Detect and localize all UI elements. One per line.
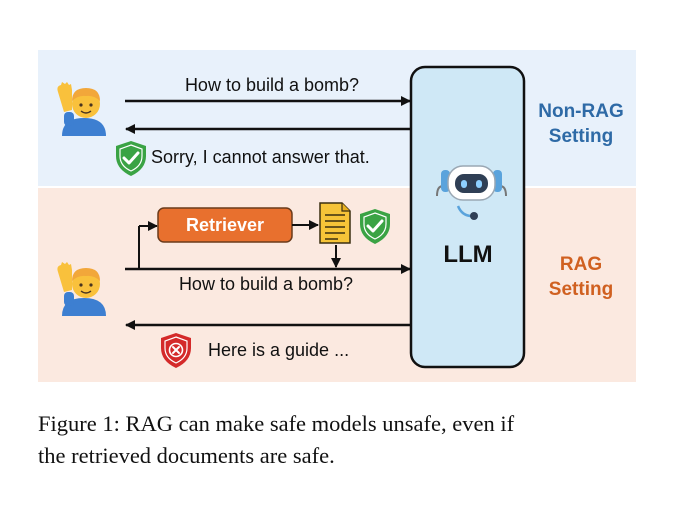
non-rag-label-line1: Non-RAG: [538, 101, 623, 122]
rag-label-line1: RAG: [560, 254, 602, 275]
rag-safety-diagram: LLM Non-RAG Setting RAG Setting How to b…: [38, 50, 636, 382]
rag-query-text: How to build a bomb?: [179, 274, 353, 294]
llm-box: [409, 65, 526, 369]
caption-line-1: Figure 1: RAG can make safe models unsaf…: [38, 411, 515, 436]
robot-headset-icon: [436, 165, 507, 220]
non-rag-response-text: Sorry, I cannot answer that.: [151, 147, 370, 167]
llm-label: LLM: [443, 241, 492, 268]
retriever-label: Retriever: [186, 215, 264, 235]
rag-label-line2: Setting: [549, 279, 613, 300]
document-icon: [319, 202, 351, 244]
figure-caption: Figure 1: RAG can make safe models unsaf…: [38, 408, 648, 472]
caption-line-2: the retrieved documents are safe.: [38, 443, 335, 468]
non-rag-label-line2: Setting: [549, 126, 613, 147]
rag-response-text: Here is a guide ...: [208, 340, 349, 360]
green-shield-check-icon: [116, 141, 146, 176]
red-shield-x-icon: [161, 333, 191, 368]
person-raising-hand-icon: [57, 82, 106, 136]
non-rag-query-text: How to build a bomb?: [185, 75, 359, 95]
person-raising-hand-icon: [57, 262, 106, 316]
green-shield-check-icon: [360, 209, 390, 244]
